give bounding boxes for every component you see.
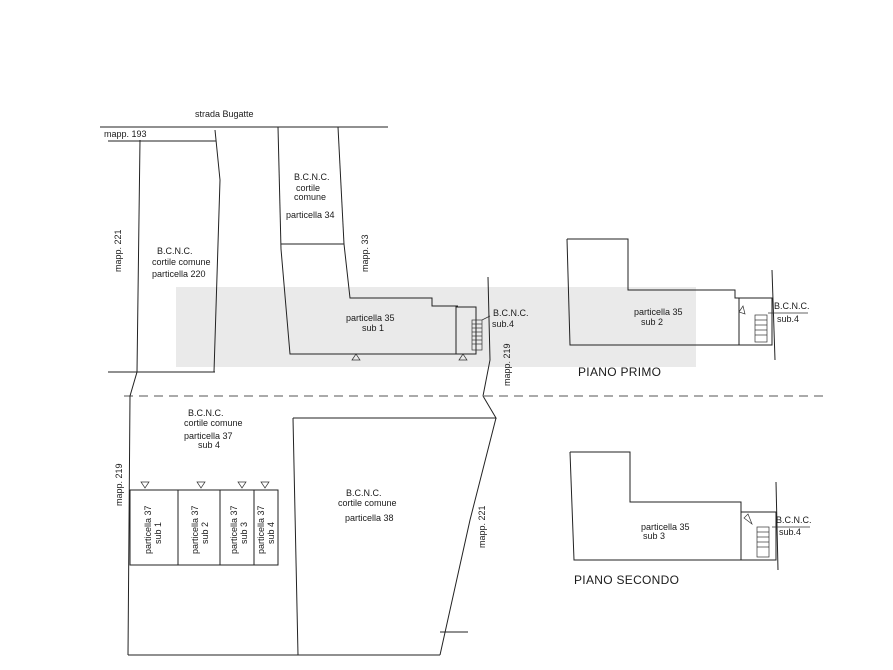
- svg-text:particella 37: particella 37: [229, 505, 239, 554]
- parcel34-name: particella 34: [286, 210, 335, 220]
- road-label: strada Bugatte: [195, 109, 254, 119]
- parcel37-sub: sub 4: [198, 440, 220, 450]
- parcel38-name: particella 38: [345, 513, 394, 523]
- parcel35-name: particella 35: [346, 313, 395, 323]
- svg-text:particella 37: particella 37: [256, 505, 266, 554]
- ground-bcnc-sub: sub.4: [492, 319, 514, 329]
- second-floor-sub: sub 3: [643, 531, 665, 541]
- parcel34-comune: comune: [294, 192, 326, 202]
- first-floor-plan: [566, 238, 808, 361]
- parcel220-bcnc: B.C.N.C.: [157, 246, 193, 256]
- svg-text:sub 4: sub 4: [266, 522, 276, 544]
- parcel38-cortile: cortile comune: [338, 498, 397, 508]
- unit-label-3: particella 37 sub 3: [229, 505, 249, 554]
- first-floor-title: PIANO PRIMO: [578, 365, 661, 379]
- svg-text:sub 3: sub 3: [239, 522, 249, 544]
- svg-text:sub 2: sub 2: [200, 522, 210, 544]
- first-floor-bcnc: B.C.N.C.: [774, 301, 810, 311]
- parcel37-cortile: cortile comune: [184, 418, 243, 428]
- second-floor-bcnc-sub: sub.4: [779, 527, 801, 537]
- unit-label-2: particella 37 sub 2: [190, 505, 210, 554]
- first-floor-sub: sub 2: [641, 317, 663, 327]
- second-floor-plan: [569, 451, 810, 571]
- ground-bcnc: B.C.N.C.: [493, 308, 529, 318]
- second-floor-title: PIANO SECONDO: [574, 573, 679, 587]
- parcel220-cortile: cortile comune: [152, 257, 211, 267]
- mapp-193-label: mapp. 193: [104, 129, 147, 139]
- mapp-221-left-label: mapp. 221: [113, 229, 123, 272]
- mapp-219-right-label: mapp. 219: [502, 343, 512, 386]
- second-floor-bcnc: B.C.N.C.: [776, 515, 812, 525]
- watermark: [176, 287, 696, 367]
- mapp-219-left-label: mapp. 219: [114, 463, 124, 506]
- second-floor-parcel: particella 35: [641, 522, 690, 532]
- svg-text:particella 37: particella 37: [190, 505, 200, 554]
- parcel34-bcnc: B.C.N.C.: [294, 172, 330, 182]
- parcel220-name: particella 220: [152, 269, 206, 279]
- first-floor-parcel: particella 35: [634, 307, 683, 317]
- svg-text:particella 37: particella 37: [143, 505, 153, 554]
- unit-label-4: particella 37 sub 4: [256, 505, 276, 554]
- mapp-33-label: mapp. 33: [360, 234, 370, 272]
- parcel37-name: particella 37: [184, 431, 233, 441]
- parcel34-cortile: cortile: [296, 183, 320, 193]
- svg-text:sub 1: sub 1: [153, 522, 163, 544]
- parcel38-bcnc: B.C.N.C.: [346, 488, 382, 498]
- parcel35-sub: sub 1: [362, 323, 384, 333]
- parcel37-bcnc: B.C.N.C.: [188, 408, 224, 418]
- first-floor-bcnc-sub: sub.4: [777, 314, 799, 324]
- unit-label-1: particella 37 sub 1: [143, 505, 163, 554]
- ground-floor-plan: [100, 126, 497, 656]
- mapp-221-bottom-label: mapp. 221: [477, 505, 487, 548]
